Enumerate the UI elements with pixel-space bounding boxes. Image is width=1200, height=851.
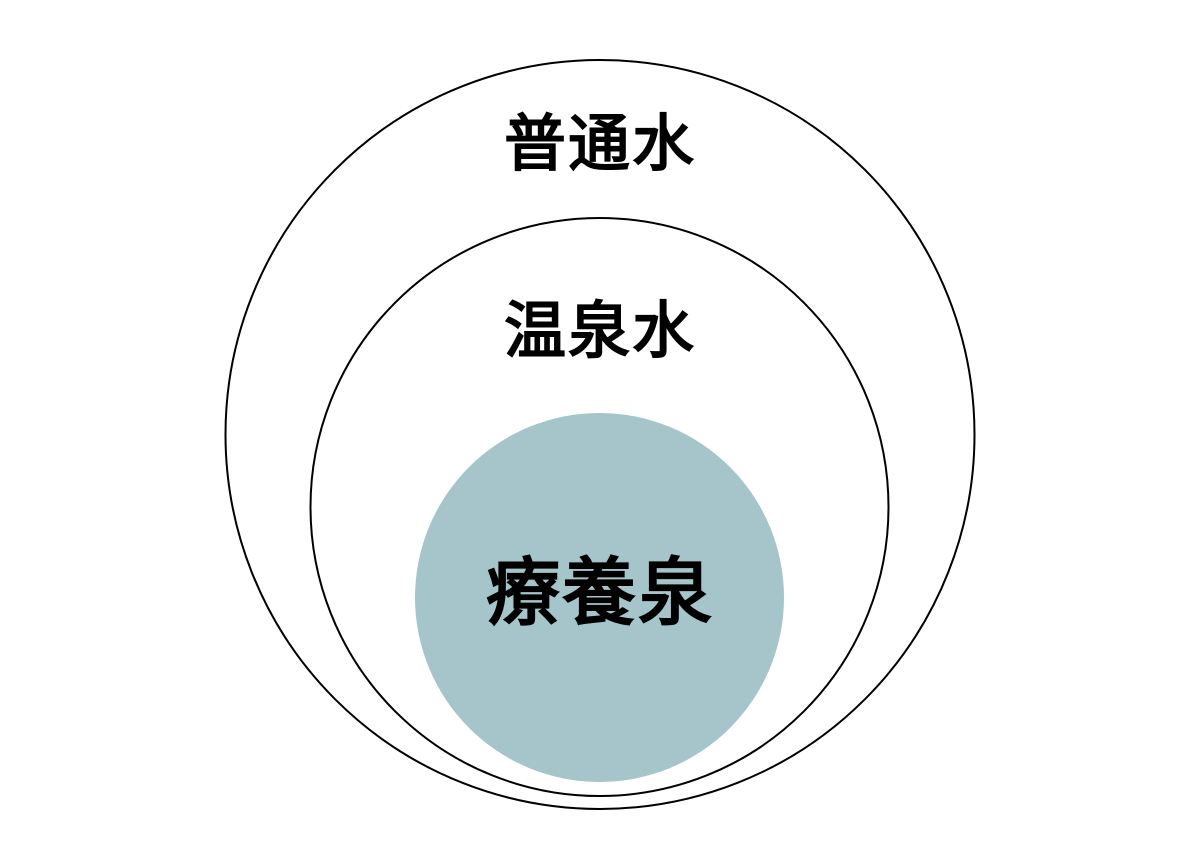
inner-label: 療養泉 — [486, 550, 714, 636]
middle-label: 温泉水 — [503, 294, 696, 367]
outer-label: 普通水 — [503, 107, 696, 180]
inner-circle-therapeutic-spring — [415, 413, 784, 782]
